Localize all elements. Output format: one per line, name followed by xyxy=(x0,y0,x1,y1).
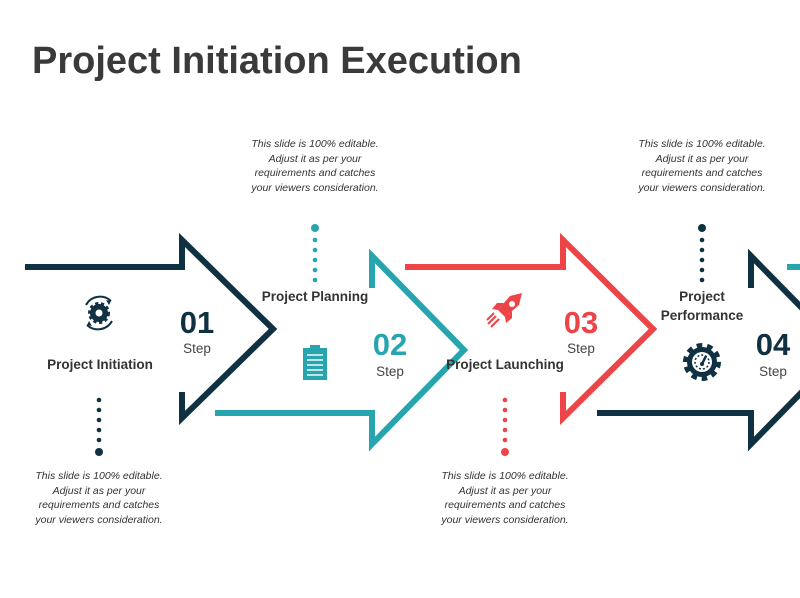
dotted-connector-3 xyxy=(501,397,509,456)
dotted-connector-1 xyxy=(95,397,103,456)
step-number-3: 03 xyxy=(563,305,599,340)
dotted-connector-4 xyxy=(698,224,706,283)
arrow-step-1 xyxy=(25,232,278,426)
step-description-3: This slide is 100% editable. Adjust it a… xyxy=(441,470,569,527)
dotted-connector-2 xyxy=(311,224,319,283)
step-label-2: Step xyxy=(376,364,404,379)
arrow-step-4 xyxy=(597,248,800,452)
arrow-step-3 xyxy=(405,232,658,426)
gauge-gear-icon xyxy=(683,343,721,381)
step-label-3: Step xyxy=(567,341,595,356)
gear-cycle-icon xyxy=(85,295,113,331)
step-name-4: Project Performance xyxy=(660,289,744,323)
step-label-4: Step xyxy=(759,364,787,379)
step-name-3: Project Launching xyxy=(446,357,564,372)
clipboard-list-icon xyxy=(303,345,327,380)
page-title: Project Initiation Execution xyxy=(32,40,522,82)
step-label-1: Step xyxy=(183,341,211,356)
arrow-step-2 xyxy=(215,248,469,452)
step-number-4: 04 xyxy=(755,327,791,362)
step-number-2: 02 xyxy=(372,327,408,362)
step-description-1: This slide is 100% editable. Adjust it a… xyxy=(35,470,163,527)
rocket-icon xyxy=(486,293,522,328)
step-description-4: This slide is 100% editable. Adjust it a… xyxy=(638,138,766,195)
step-name-2: Project Planning xyxy=(261,289,369,304)
step-number-1: 01 xyxy=(179,305,215,340)
step-name-1: Project Initiation xyxy=(47,357,153,372)
step-description-2: This slide is 100% editable. Adjust it a… xyxy=(251,138,379,195)
